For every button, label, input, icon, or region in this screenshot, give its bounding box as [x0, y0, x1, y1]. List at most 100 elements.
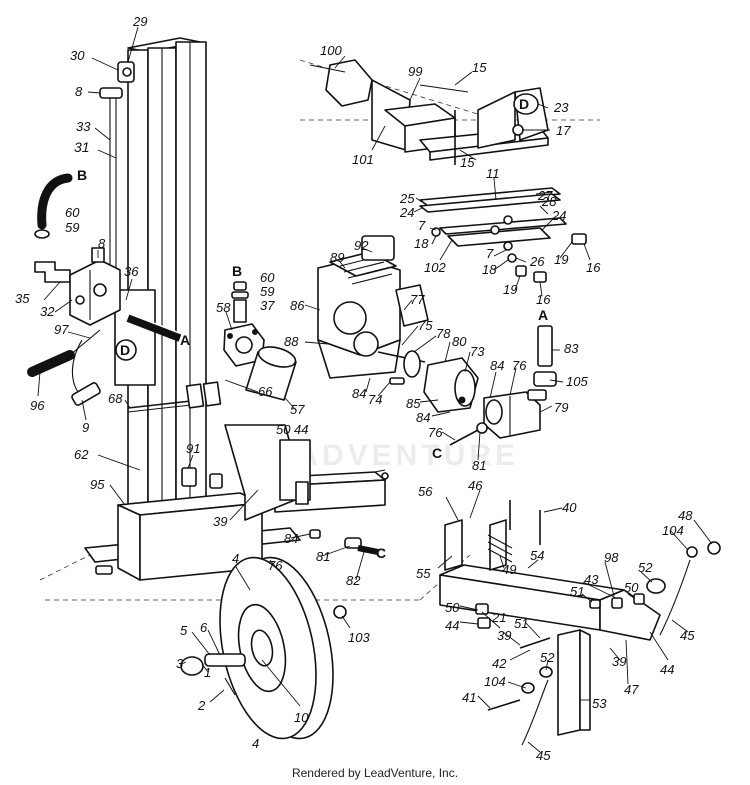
beam-column[interactable] [114, 37, 207, 527]
small-plates[interactable] [185, 381, 222, 409]
callout-77: 77 [410, 292, 425, 307]
callout-56: 56 [418, 484, 433, 499]
tank-base[interactable] [84, 492, 301, 581]
part-marks: D D [120, 96, 529, 358]
callout-26: 26 [529, 254, 545, 269]
callout-49: 49 [502, 562, 516, 577]
support-bracket[interactable] [224, 424, 311, 521]
valve-handle[interactable] [27, 329, 101, 393]
callout-35: 35 [15, 291, 30, 306]
callout-55: 55 [416, 566, 431, 581]
callout-84: 84 [490, 358, 504, 373]
callout-45: 45 [536, 748, 551, 763]
safety-chains[interactable] [521, 541, 721, 746]
tongue-assembly[interactable] [439, 500, 661, 736]
callout-17: 17 [556, 123, 571, 138]
callout-16: 16 [586, 260, 601, 275]
callout-7: 7 [418, 218, 426, 233]
callout-57: 57 [290, 402, 305, 417]
callout-32: 32 [40, 304, 55, 319]
callout-6: 6 [200, 620, 208, 635]
callout-76: 76 [428, 425, 443, 440]
hydraulic-tubes[interactable] [99, 87, 123, 270]
callout-40: 40 [562, 500, 577, 515]
callout-50: 50 [624, 580, 639, 595]
engine[interactable] [317, 235, 429, 379]
callout-103: 103 [348, 630, 370, 645]
callout-2: 2 [197, 698, 206, 713]
callout-96: 96 [30, 398, 45, 413]
callout-50: 50 [276, 422, 291, 437]
callout-42: 42 [492, 656, 507, 671]
callout-24: 24 [399, 205, 414, 220]
fitting-a-right[interactable] [527, 325, 557, 401]
callout-39: 39 [612, 654, 626, 669]
fittings-60-59-37[interactable] [231, 281, 249, 323]
callout-18: 18 [414, 236, 429, 251]
wedge-plates[interactable] [419, 187, 567, 247]
bell-housing[interactable] [423, 357, 479, 413]
callout-75: 75 [418, 318, 433, 333]
callout-16: 16 [536, 292, 551, 307]
callout-30: 30 [70, 48, 85, 63]
callout-5: 5 [180, 623, 188, 638]
callout-105: 105 [566, 374, 588, 389]
callout-99: 99 [408, 64, 422, 79]
leader-lines [37, 26, 713, 753]
callout-numbers: 29 30 8 33 31 60 59 8 35 32 36 97 96 9 6… [15, 14, 695, 763]
part-mark-d-left: D [120, 342, 130, 358]
callout-95: 95 [90, 477, 105, 492]
callout-79: 79 [554, 400, 568, 415]
wheel-assembly[interactable] [180, 549, 348, 748]
callout-19: 19 [503, 282, 517, 297]
wedge-mount-assembly[interactable] [309, 59, 549, 165]
callout-21: 21 [491, 610, 506, 625]
callout-3: 3 [176, 656, 184, 671]
elbow-fitting[interactable] [34, 261, 71, 283]
connection-c-right: C [432, 445, 442, 461]
callout-100: 100 [320, 43, 342, 58]
callout-11: 11 [486, 166, 500, 181]
callout-60: 60 [260, 270, 275, 285]
hose-b-left[interactable] [34, 173, 73, 239]
callout-19: 19 [554, 252, 568, 267]
footer-credit: Rendered by LeadVenture, Inc. [291, 766, 459, 780]
callout-24: 24 [551, 208, 566, 223]
callout-86: 86 [290, 298, 305, 313]
fitting-9[interactable] [71, 382, 101, 406]
callout-41: 41 [462, 690, 476, 705]
callout-18: 18 [482, 262, 497, 277]
connection-c-low: C [376, 545, 386, 561]
part-mark-d-right: D [519, 96, 529, 112]
hitch-hardware[interactable] [475, 578, 666, 711]
callout-33: 33 [76, 119, 91, 134]
callout-27: 27 [537, 188, 553, 203]
callout-39: 39 [213, 514, 227, 529]
hose-a-left[interactable] [126, 313, 183, 342]
callout-102: 102 [424, 260, 446, 275]
tank-caps[interactable] [181, 467, 223, 489]
filter[interactable] [245, 343, 298, 401]
callout-92: 92 [354, 238, 369, 253]
callout-45: 45 [680, 628, 695, 643]
callout-23: 23 [553, 100, 569, 115]
callout-47: 47 [624, 682, 639, 697]
callout-98: 98 [604, 550, 619, 565]
top-bracket[interactable] [117, 61, 135, 83]
callout-15: 15 [472, 60, 487, 75]
callout-59: 59 [65, 220, 79, 235]
drive-coupling[interactable] [377, 350, 426, 385]
callout-4: 4 [252, 736, 259, 751]
pump-bolts[interactable] [449, 422, 488, 446]
callout-104: 104 [484, 674, 506, 689]
callout-97: 97 [54, 322, 69, 337]
callout-46: 46 [468, 478, 483, 493]
callout-9: 9 [82, 420, 89, 435]
callout-52: 52 [540, 650, 555, 665]
callout-88: 88 [284, 334, 299, 349]
connection-a-right: A [538, 307, 548, 323]
callout-36: 36 [124, 264, 139, 279]
hydraulic-pump[interactable] [483, 391, 541, 439]
control-valve[interactable] [69, 247, 121, 326]
